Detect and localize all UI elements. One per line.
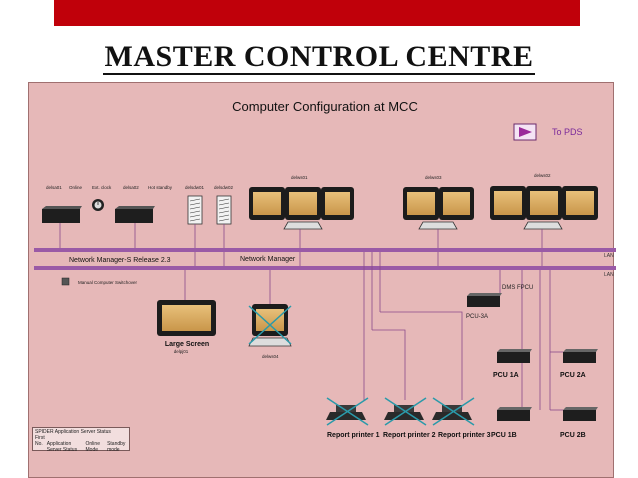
report-printer-2-label: Report printer 2 <box>383 432 436 439</box>
report-printer-2[interactable] <box>384 397 427 426</box>
manual-switchover-label: Manual Computer Switchover <box>78 280 138 285</box>
label-delsa01: delsa01 <box>46 185 62 190</box>
to-pds-label: To PDS <box>552 127 583 137</box>
report-printer-1-label: Report printer 1 <box>327 432 380 439</box>
pcu-2b-label: PCU 2B <box>560 432 586 439</box>
cross-mark-icon <box>248 305 292 345</box>
pcu-1a-device[interactable] <box>497 349 532 363</box>
large-screen-label: Large Screen <box>165 341 209 348</box>
network-manager-s-label: Network Manager-S Release 2.3 <box>69 257 171 264</box>
workstation-delws01[interactable] <box>249 187 354 230</box>
pcu-3a-label: PCU-3A <box>466 314 488 320</box>
slide-title: MASTER CONTROL CENTRE <box>102 40 536 75</box>
to-pds-button[interactable]: To PDS <box>513 123 583 141</box>
label-delws03: delws03 <box>425 175 442 180</box>
cross-mark-icon <box>432 397 475 426</box>
cross-mark-icon <box>326 397 369 426</box>
label-delws01: delws01 <box>291 175 308 180</box>
label-hot-standby: Hot standby <box>148 185 173 190</box>
server-delsa02[interactable] <box>115 206 155 223</box>
label-delsdw02: delsdw02 <box>214 185 234 190</box>
pcu-2a-device[interactable] <box>563 349 598 363</box>
lan-bus-1 <box>34 248 616 252</box>
pcu-3a-device[interactable] <box>467 293 502 307</box>
workstation-delws04[interactable] <box>248 304 292 347</box>
status-box-subtitle: First <box>35 435 45 441</box>
label-ext-clock: Ext. clock <box>92 185 112 190</box>
pcu-1b-device[interactable] <box>497 407 532 421</box>
play-icon <box>519 127 532 137</box>
server-status-box: SPIDER Application Server Status First N… <box>32 427 130 453</box>
workstation-delws03[interactable] <box>403 187 474 230</box>
report-printer-3-label: Report printer 3 <box>438 432 491 439</box>
tower-delsdw01[interactable] <box>187 195 203 225</box>
status-col-no: No. <box>35 441 43 447</box>
diagram-title: Computer Configuration at MCC <box>232 99 418 114</box>
pcu-2b-device[interactable] <box>563 407 598 421</box>
network-manager-label: Network Manager <box>240 256 296 263</box>
report-printer-3[interactable] <box>432 397 475 426</box>
status-box-title: SPIDER Application Server Status <box>35 429 111 435</box>
pcu-1a-label: PCU 1A <box>493 372 519 379</box>
server-delsa01[interactable] <box>42 206 82 223</box>
label-delsdw01: delsdw01 <box>185 185 205 190</box>
label-delws02: delws02 <box>534 173 551 178</box>
header-bar <box>54 0 580 26</box>
switchover-icon[interactable] <box>61 277 70 286</box>
label-delsa02: delsa02 <box>123 185 139 190</box>
status-col-standby: Standby mode <box>107 441 126 453</box>
status-col-online: Online Mode <box>85 441 100 453</box>
lan-bus-2 <box>34 266 616 270</box>
lan-label-1: LAN <box>604 253 614 259</box>
pcu-1b-label: PCU 1B <box>491 432 517 439</box>
status-col-server: Application Server Status <box>46 441 78 453</box>
delpj01-label: delpj01 <box>174 349 189 354</box>
report-printer-1[interactable] <box>326 397 369 426</box>
cross-mark-icon <box>384 397 427 426</box>
workstation-delws02[interactable] <box>490 186 598 230</box>
label-online: Online <box>69 185 83 190</box>
tower-delsdw02[interactable] <box>216 195 232 225</box>
lan-label-2: LAN <box>604 272 614 278</box>
pcu-2a-label: PCU 2A <box>560 372 586 379</box>
dms-fpcu-label: DMS FPCU <box>502 285 533 291</box>
large-screen-display[interactable] <box>157 300 216 336</box>
ext-clock-icon <box>92 199 104 211</box>
delws04-label: delws04 <box>262 354 279 359</box>
